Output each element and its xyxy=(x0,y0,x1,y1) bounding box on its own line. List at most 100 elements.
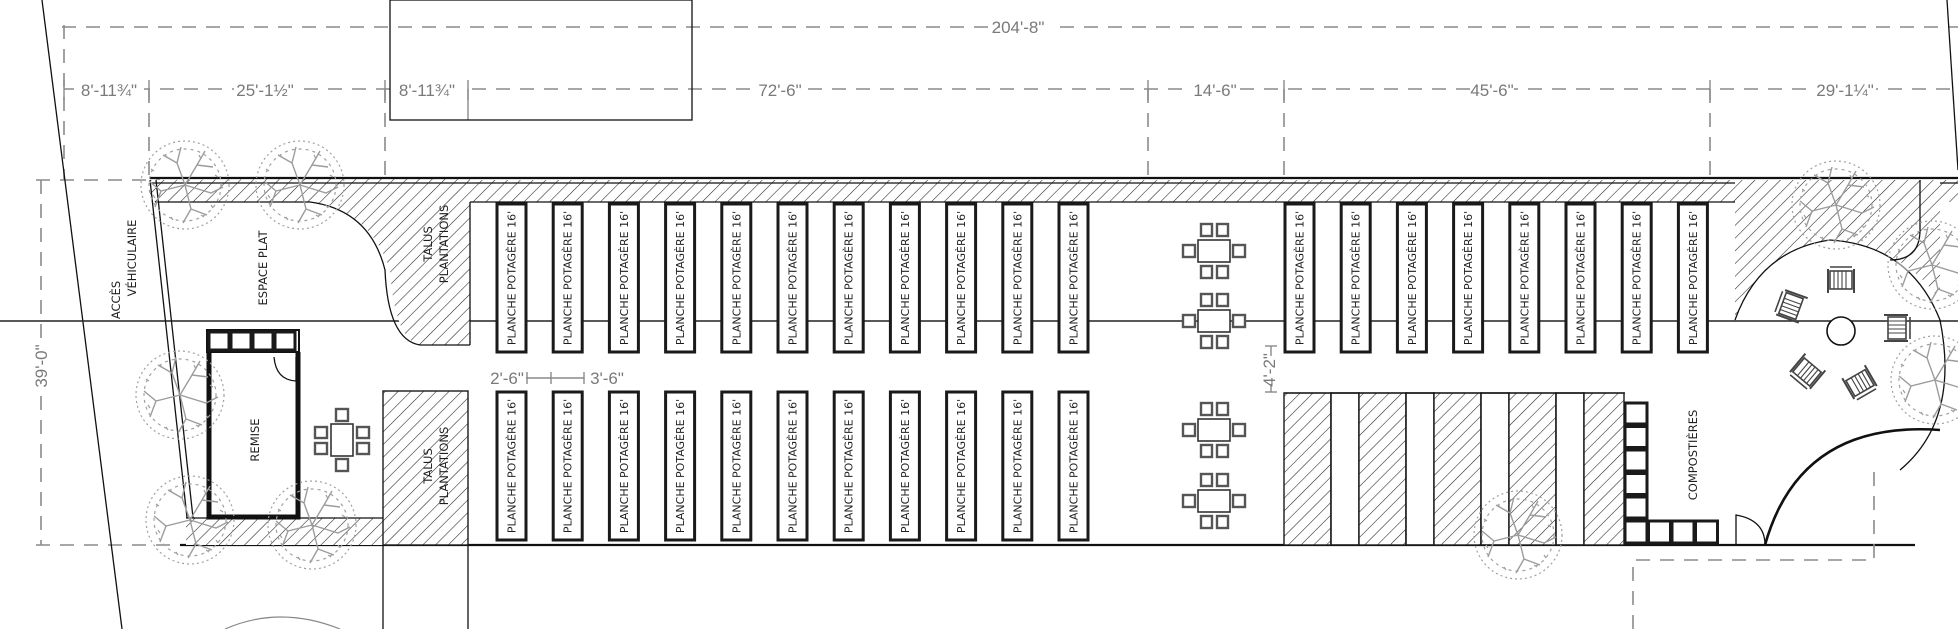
plot-path xyxy=(1555,392,1585,546)
segment-1-label: 8'-11¾" xyxy=(81,81,137,100)
vegetable-bed-label: PLANCHE POTAGÈRE 16' xyxy=(955,211,968,345)
vegetable-bed: PLANCHE POTAGÈRE 16' xyxy=(664,390,697,542)
vegetable-bed-label: PLANCHE POTAGÈRE 16' xyxy=(562,211,575,345)
vegetable-bed: PLANCHE POTAGÈRE 16' xyxy=(1339,202,1372,354)
adirondack-chair xyxy=(1787,352,1827,392)
vegetable-bed-label: PLANCHE POTAGÈRE 16' xyxy=(1518,211,1531,345)
vegetable-bed: PLANCHE POTAGÈRE 16' xyxy=(1564,202,1597,354)
vegetable-bed: PLANCHE POTAGÈRE 16' xyxy=(776,390,809,542)
hatched-plot xyxy=(1508,392,1557,546)
segment-3-label: 8'-11¾" xyxy=(399,81,455,100)
vegetable-bed: PLANCHE POTAGÈRE 16' xyxy=(1001,202,1034,354)
vegetable-bed: PLANCHE POTAGÈRE 16' xyxy=(832,202,865,354)
vegetable-bed: PLANCHE POTAGÈRE 16' xyxy=(1283,202,1316,354)
hatched-plot xyxy=(1283,392,1332,546)
slope-top-label-1: TALUS xyxy=(421,226,435,263)
dimension-aisle: 4'-2" xyxy=(1258,345,1280,393)
hatched-plot xyxy=(1358,392,1407,546)
vegetable-bed-label: PLANCHE POTAGÈRE 16' xyxy=(955,399,968,533)
hatched-plot xyxy=(1583,392,1625,546)
composters-label: COMPOSTIÈRES xyxy=(1685,410,1700,501)
vegetable-bed: PLANCHE POTAGÈRE 16' xyxy=(551,390,584,542)
vegetable-bed: PLANCHE POTAGÈRE 16' xyxy=(1452,202,1485,354)
vegetable-bed-label: PLANCHE POTAGÈRE 16' xyxy=(787,399,800,533)
slope-planting-bottom: TALUS PLANTATIONS xyxy=(382,390,469,629)
dimension-overall-width: 39'-0" xyxy=(30,179,200,546)
composters xyxy=(1623,401,1719,545)
vehicle-access-zone: ACCÈS VÉHICULAIRE xyxy=(108,220,139,320)
plot-path xyxy=(1405,392,1435,546)
composter-bin xyxy=(1623,425,1649,449)
picnic-table xyxy=(1181,472,1247,530)
vegetable-bed-label: PLANCHE POTAGÈRE 16' xyxy=(843,211,856,345)
vegetable-bed: PLANCHE POTAGÈRE 16' xyxy=(664,202,697,354)
segment-5-label: 14'-6" xyxy=(1193,81,1236,100)
picnic-table xyxy=(1181,222,1247,280)
vegetable-bed: PLANCHE POTAGÈRE 16' xyxy=(1057,390,1090,542)
fire-pit xyxy=(1826,316,1856,346)
flat-space-label: ESPACE PLAT xyxy=(256,230,270,306)
adjacent-building xyxy=(389,0,693,121)
dimension-overall-length: 204'-8" xyxy=(62,18,1958,37)
vegetable-bed-label: PLANCHE POTAGÈRE 16' xyxy=(1575,211,1588,345)
hatched-plot xyxy=(1433,392,1482,546)
composter-bin xyxy=(1623,519,1649,545)
segment-6-label: 45'-6" xyxy=(1470,81,1513,100)
plot-path xyxy=(1330,392,1360,546)
vegetable-bed: PLANCHE POTAGÈRE 16' xyxy=(776,202,809,354)
shed: REMISE xyxy=(206,329,301,520)
bed-spacing-label: 3'-6" xyxy=(590,369,624,388)
overall-length-label: 204'-8" xyxy=(992,18,1045,37)
picnic-table xyxy=(1181,292,1247,350)
segment-4-label: 72'-6" xyxy=(758,81,801,100)
beds-top-row-east: PLANCHE POTAGÈRE 16' PLANCHE POTAGÈRE 16'… xyxy=(1283,202,1709,354)
driveway-arc xyxy=(224,616,341,629)
vegetable-bed-label: PLANCHE POTAGÈRE 16' xyxy=(899,211,912,345)
composter-bin xyxy=(1647,519,1672,545)
vegetable-bed-label: PLANCHE POTAGÈRE 16' xyxy=(618,211,631,345)
vegetable-bed-label: PLANCHE POTAGÈRE 16' xyxy=(506,399,519,533)
vegetable-bed: PLANCHE POTAGÈRE 16' xyxy=(1001,390,1034,542)
vegetable-bed: PLANCHE POTAGÈRE 16' xyxy=(1395,202,1428,354)
composter-bin xyxy=(1623,472,1649,496)
dimension-bed-spacing: 2'-6" 3'-6" xyxy=(490,369,624,388)
vegetable-bed-label: PLANCHE POTAGÈRE 16' xyxy=(1406,211,1419,345)
vegetable-bed-label: PLANCHE POTAGÈRE 16' xyxy=(1294,211,1307,345)
vegetable-bed-label: PLANCHE POTAGÈRE 16' xyxy=(562,399,575,533)
beds-top-row-west: PLANCHE POTAGÈRE 16' PLANCHE POTAGÈRE 16'… xyxy=(495,202,1090,354)
fire-pit-area xyxy=(1773,266,1911,402)
tree-icon xyxy=(1890,335,1958,425)
vegetable-bed-label: PLANCHE POTAGÈRE 16' xyxy=(1631,211,1644,345)
vegetable-bed: PLANCHE POTAGÈRE 16' xyxy=(945,390,978,542)
vegetable-bed: PLANCHE POTAGÈRE 16' xyxy=(607,390,640,542)
composter-bin xyxy=(1694,519,1719,545)
slope-bottom-label-1: TALUS xyxy=(421,448,435,485)
vegetable-bed: PLANCHE POTAGÈRE 16' xyxy=(832,390,865,542)
hatched-plots-bottom-east xyxy=(1283,392,1625,546)
vegetable-bed: PLANCHE POTAGÈRE 16' xyxy=(495,390,528,542)
vegetable-bed: PLANCHE POTAGÈRE 16' xyxy=(495,202,528,354)
vegetable-bed-label: PLANCHE POTAGÈRE 16' xyxy=(899,399,912,533)
vegetable-bed: PLANCHE POTAGÈRE 16' xyxy=(720,390,753,542)
composter-bin xyxy=(1623,448,1649,473)
picnic-table xyxy=(1181,401,1247,459)
vehicle-access-label-2: VÉHICULAIRE xyxy=(124,220,139,297)
vegetable-bed: PLANCHE POTAGÈRE 16' xyxy=(888,390,921,542)
dimension-segments: 8'-11¾" 25'-1½" 8'-11¾" 72'-6" 14'-6" 45… xyxy=(63,25,1958,180)
vegetable-bed-label: PLANCHE POTAGÈRE 16' xyxy=(1011,211,1024,345)
aisle-width-label: 4'-2" xyxy=(1260,353,1279,387)
composter-bin xyxy=(1623,401,1649,426)
slope-bottom-label-2: PLANTATIONS xyxy=(437,427,451,506)
vehicle-access-label-1: ACCÈS xyxy=(108,281,123,319)
vegetable-bed-label: PLANCHE POTAGÈRE 16' xyxy=(1068,399,1081,533)
adirondack-chair xyxy=(1883,314,1911,342)
vegetable-bed-label: PLANCHE POTAGÈRE 16' xyxy=(730,399,743,533)
vegetable-bed-label: PLANCHE POTAGÈRE 16' xyxy=(674,399,687,533)
picnic-tables-center xyxy=(1181,222,1247,530)
adirondack-chair xyxy=(1841,364,1879,402)
vegetable-bed-label: PLANCHE POTAGÈRE 16' xyxy=(1687,211,1700,345)
vegetable-bed: PLANCHE POTAGÈRE 16' xyxy=(888,202,921,354)
vegetable-bed-label: PLANCHE POTAGÈRE 16' xyxy=(1462,211,1475,345)
vegetable-bed: PLANCHE POTAGÈRE 16' xyxy=(1676,202,1709,354)
